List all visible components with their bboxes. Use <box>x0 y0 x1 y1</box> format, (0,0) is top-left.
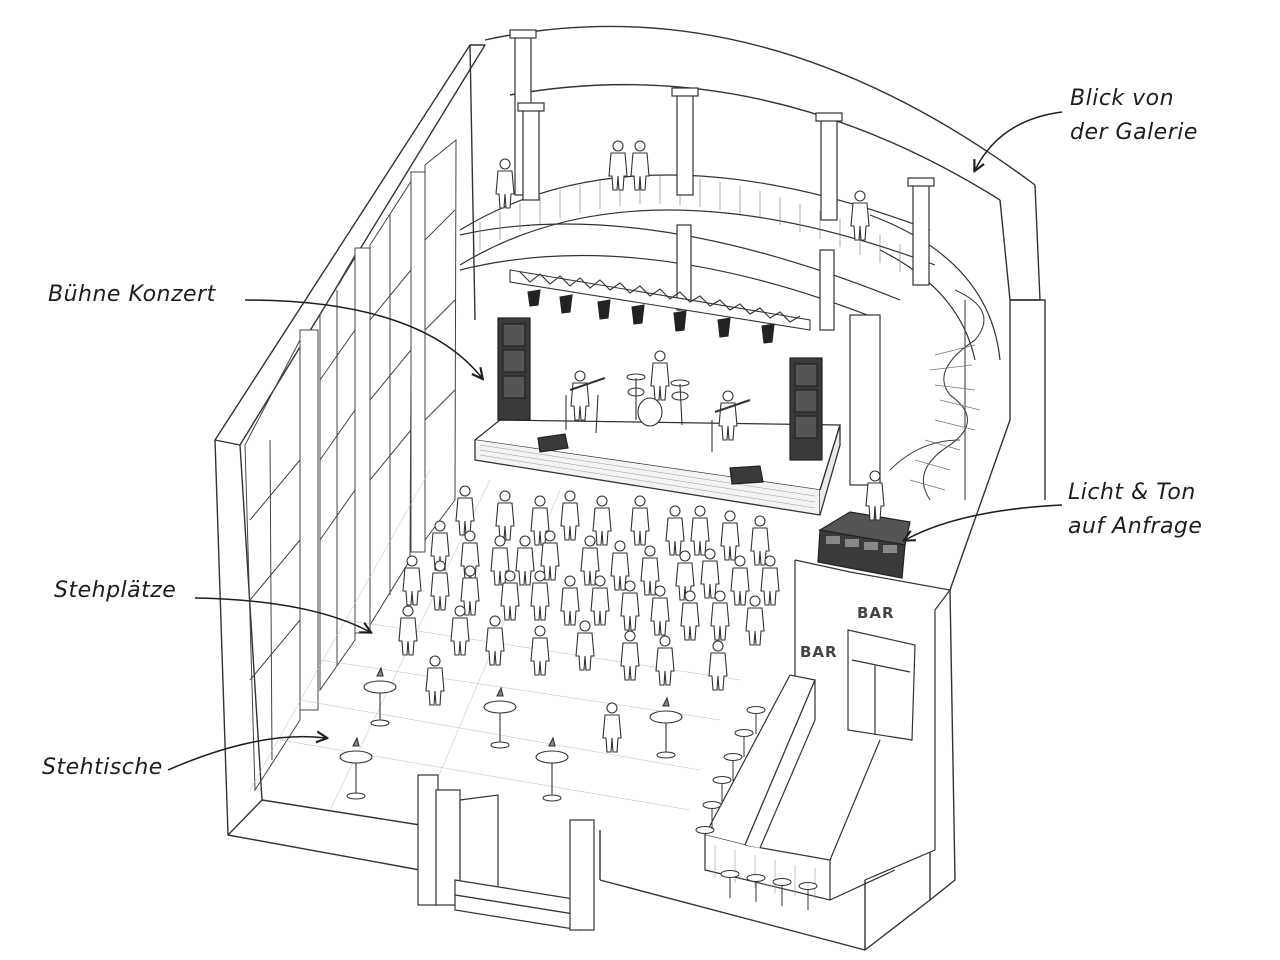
bar-sign-upper: BAR <box>857 604 895 622</box>
label-standing-tables: Stehtische <box>42 755 163 780</box>
bar-sign-lower: BAR <box>800 643 838 661</box>
arrow-tables <box>167 737 326 771</box>
label-gallery-line2: der Galerie <box>1070 120 1198 145</box>
bistro-tables <box>339 666 683 802</box>
arrow-light-sound <box>905 504 1063 540</box>
bar-area <box>695 559 952 911</box>
label-stage-concert: Bühne Konzert <box>48 282 216 307</box>
stage <box>473 419 841 516</box>
label-light-sound: Licht & Ton auf Anfrage <box>1068 476 1202 544</box>
label-light-sound-line2: auf Anfrage <box>1068 514 1203 539</box>
crowd <box>398 485 780 753</box>
label-light-sound-line1: Licht & Ton <box>1068 480 1196 505</box>
spiral-staircase <box>889 289 985 501</box>
leader-arrows <box>167 111 1063 771</box>
left-windows <box>244 138 457 792</box>
lighting-truss <box>509 269 811 344</box>
label-gallery-view: Blick von der Galerie <box>1070 82 1198 150</box>
label-gallery-line1: Blick von <box>1070 86 1175 111</box>
label-standing-room: Stehplätze <box>54 578 177 603</box>
building-walls <box>214 25 1046 951</box>
speaker-stacks <box>497 317 823 485</box>
arrow-standing <box>194 597 370 632</box>
band <box>565 350 751 452</box>
arrow-stage <box>244 299 482 378</box>
mixing-desk <box>817 470 911 579</box>
entrance <box>417 774 595 931</box>
arrow-gallery <box>975 111 1063 170</box>
columns <box>509 29 935 486</box>
